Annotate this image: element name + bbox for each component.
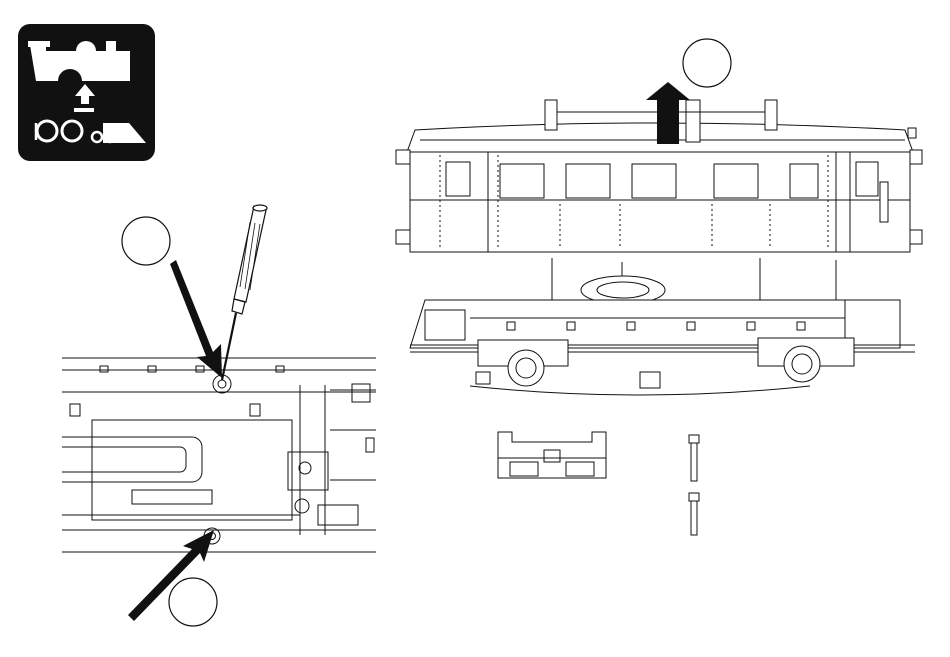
railcar-chassis (410, 258, 915, 395)
screwdriver-arrow (170, 260, 222, 378)
locomotive-body-removal-icon (18, 24, 155, 161)
callout-screwdriver (122, 217, 170, 265)
chassis-underside-detail (62, 358, 376, 552)
screw-1 (689, 435, 699, 481)
callout-top-right (683, 39, 731, 87)
bogie-part (498, 432, 606, 478)
screw-2 (689, 493, 699, 535)
callout-bottom (169, 578, 217, 626)
screwdriver (222, 205, 267, 380)
